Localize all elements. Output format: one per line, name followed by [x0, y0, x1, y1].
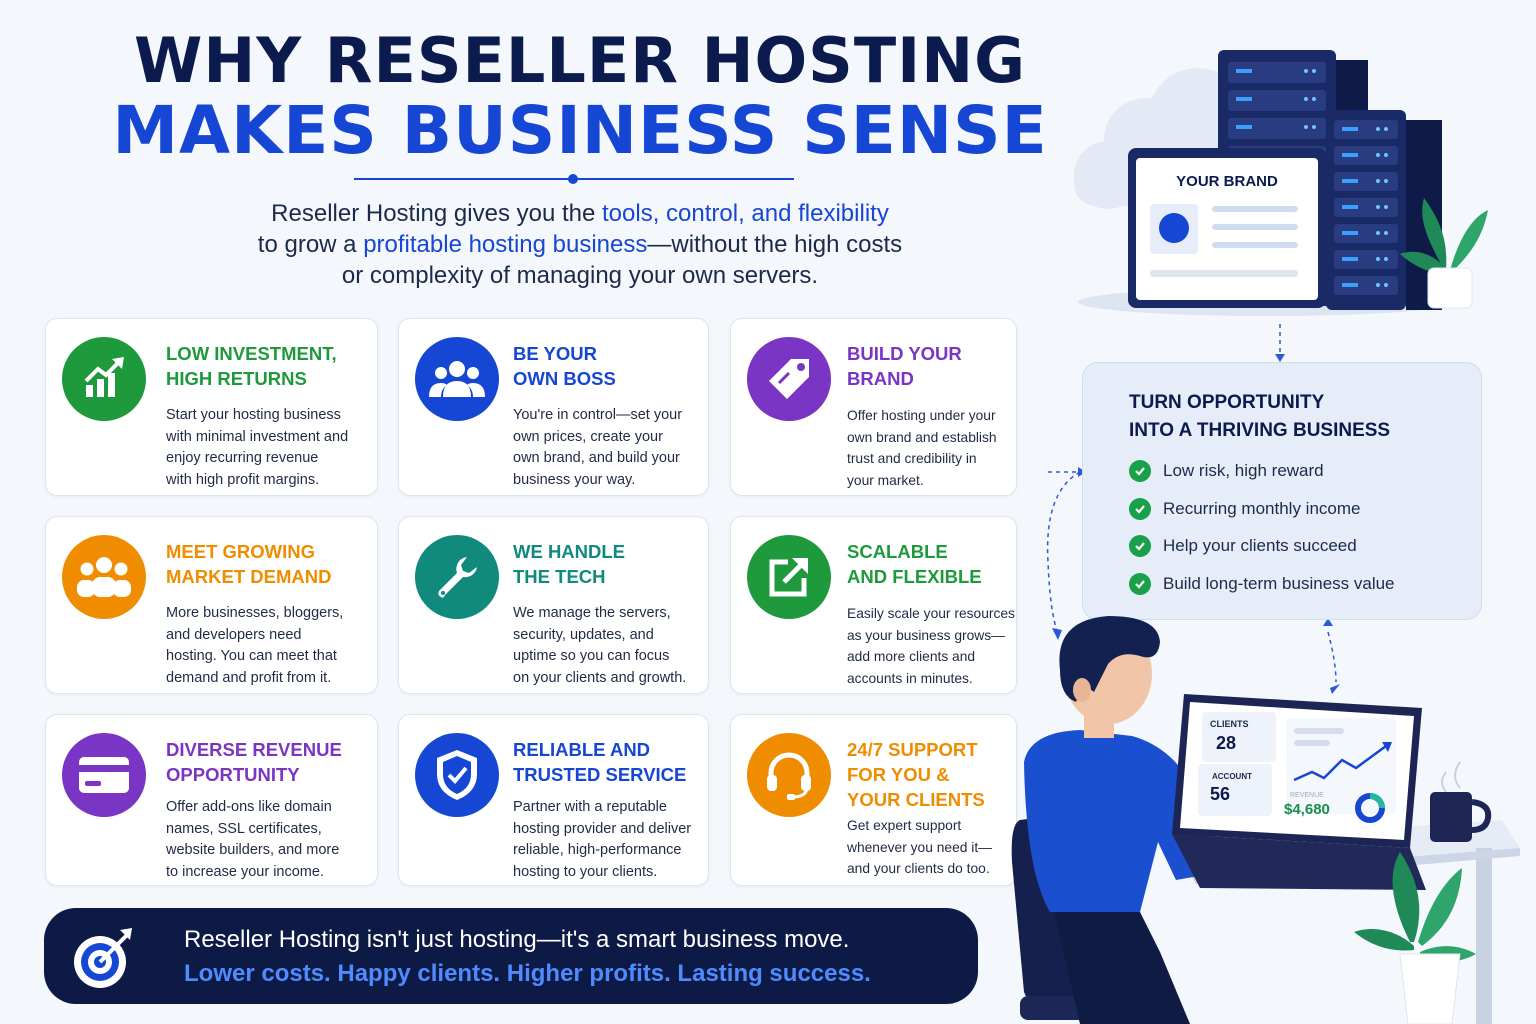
benefit-description: We manage the servers, security, updates…	[513, 605, 687, 687]
benefit-card: RELIABLE AND TRUSTED SERVICE Partner with…	[398, 714, 709, 886]
benefit-card: DIVERSE REVENUE OPPORTUNITY Offer add-ons…	[45, 714, 378, 886]
clients-value: 28	[1216, 733, 1236, 753]
headset-icon	[747, 733, 831, 817]
checklist-item-label: Low risk, high reward	[1163, 461, 1324, 480]
benefit-title: WE HANDLE THE TECH	[513, 541, 626, 587]
headline-line-1: WHY RESELLER HOSTING	[134, 24, 1026, 97]
shield-check-icon	[415, 733, 499, 817]
plant-icon	[1400, 198, 1488, 309]
benefit-title: 24/7 SUPPORT FOR YOU & YOUR CLIENTS	[847, 739, 985, 810]
benefit-card: MEET GROWING MARKET DEMAND More businesse…	[45, 516, 378, 694]
headline-line-2: MAKES BUSINESS SENSE	[112, 92, 1048, 169]
checklist-item-label: Help your clients succeed	[1163, 536, 1357, 555]
benefit-title: RELIABLE AND TRUSTED SERVICE	[513, 739, 687, 785]
plant-icon	[1354, 852, 1476, 1024]
benefit-card: WE HANDLE THE TECH We manage the servers,…	[398, 516, 709, 694]
account-value: 56	[1210, 784, 1230, 804]
dashboard-screen: CLIENTS 28 ACCOUNT 56 REVENUE $4,680	[1198, 712, 1396, 823]
credit-card-icon	[62, 733, 146, 817]
checklist-item: Build long-term business value	[1129, 572, 1395, 595]
tag-icon	[747, 337, 831, 421]
benefit-title: MEET GROWING MARKET DEMAND	[166, 541, 332, 587]
benefit-card: BUILD YOUR BRAND Offer hosting under your…	[730, 318, 1017, 496]
check-icon	[1129, 535, 1151, 557]
check-icon	[1129, 572, 1151, 595]
benefit-description: Get expert support whenever you need it—…	[847, 818, 992, 877]
checklist-item-label: Build long-term business value	[1163, 573, 1395, 593]
benefit-description: You're in control—set your own prices, c…	[513, 407, 683, 489]
checklist-item: Low risk, high reward	[1129, 460, 1324, 482]
server-illustration: YOUR BRAND	[1074, 50, 1488, 316]
revenue-value: $4,680	[1284, 801, 1330, 818]
opportunity-panel: TURN OPPORTUNITY INTO A THRIVING BUSINES…	[1082, 362, 1482, 620]
benefit-card: 24/7 SUPPORT FOR YOU & YOUR CLIENTS Get e…	[730, 714, 1017, 886]
person-at-laptop-illustration: CLIENTS 28 ACCOUNT 56 REVENUE $4,680	[1011, 616, 1520, 1024]
check-icon	[1129, 497, 1151, 520]
revenue-label: REVENUE	[1290, 792, 1324, 799]
opportunity-title: TURN OPPORTUNITY INTO A THRIVING BUSINES…	[1129, 392, 1391, 441]
banner-line-1: Reseller Hosting isn't just hosting—it's…	[184, 926, 850, 953]
benefit-title: SCALABLE AND FLEXIBLE	[847, 541, 982, 587]
intro-text: —without the high costs	[647, 231, 903, 258]
benefit-title: DIVERSE REVENUE OPPORTUNITY	[166, 739, 342, 785]
checklist-item-label: Recurring monthly income	[1163, 498, 1361, 518]
clients-label: CLIENTS	[1210, 719, 1249, 729]
divider-dot	[568, 174, 578, 184]
account-label: ACCOUNT	[1212, 772, 1252, 781]
team-icon	[415, 337, 499, 421]
intro-paragraph: Reseller Hosting gives you the tools, co…	[170, 198, 990, 291]
benefit-description: Start your hosting business with minimal…	[166, 407, 349, 489]
intro-text: to grow a	[257, 231, 364, 258]
brand-window: YOUR BRAND	[1128, 148, 1326, 308]
checklist-item: Recurring monthly income	[1129, 497, 1361, 520]
coffee-mug-icon	[1430, 761, 1492, 842]
intro-text: Reseller Hosting gives you the	[271, 200, 603, 227]
banner-line-2: Lower costs. Happy clients. Higher profi…	[184, 960, 871, 987]
target-arrow-icon	[74, 928, 132, 988]
benefit-title: BUILD YOUR BRAND	[847, 343, 962, 389]
intro-text: or complexity of managing your own serve…	[341, 262, 819, 289]
intro-highlight: profitable hosting business	[363, 231, 648, 258]
person	[1024, 616, 1324, 1024]
benefit-description: More businesses, bloggers, and developer…	[166, 605, 344, 687]
intro-highlight: tools, control, and flexibility	[602, 200, 889, 227]
growth-chart-icon	[62, 337, 146, 421]
wrench-icon	[415, 535, 499, 619]
benefit-card: BE YOUR OWN BOSS You're in control—set yo…	[398, 318, 709, 496]
benefit-description: Partner with a reputable hosting provide…	[513, 799, 692, 881]
benefit-card: SCALABLE AND FLEXIBLE Easily scale your r…	[730, 516, 1017, 694]
benefit-title: LOW INVESTMENT, HIGH RETURNS	[166, 343, 337, 389]
users-icon	[62, 535, 146, 619]
benefit-description: Offer add-ons like domain names, SSL cer…	[166, 799, 340, 881]
connector-lines	[1046, 324, 1340, 694]
checklist-item: Help your clients succeed	[1129, 535, 1357, 557]
bottom-banner: Reseller Hosting isn't just hosting—it's…	[44, 908, 978, 1004]
benefit-description: Easily scale your resources as your busi…	[847, 606, 1015, 687]
benefit-title: BE YOUR OWN BOSS	[513, 343, 616, 389]
brand-label: YOUR BRAND	[1176, 173, 1278, 190]
benefit-description: Offer hosting under your own brand and e…	[847, 408, 997, 489]
benefit-card: LOW INVESTMENT, HIGH RETURNS Start your h…	[45, 318, 378, 496]
expand-icon	[747, 535, 831, 619]
check-icon	[1129, 460, 1151, 482]
